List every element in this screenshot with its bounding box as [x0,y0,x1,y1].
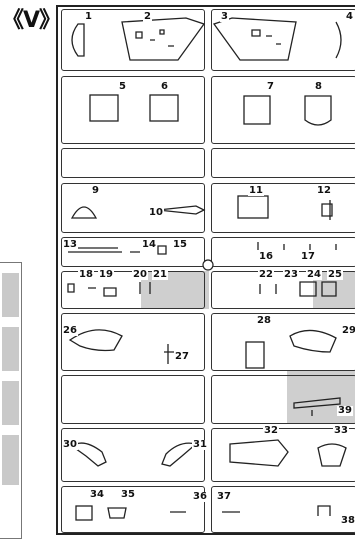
part-cell [61,9,205,71]
part-number-label: 22 [258,269,274,280]
part-number-label: 29 [341,325,355,336]
part-number-label: 21 [152,269,168,280]
part-number-label: 30 [62,439,78,450]
strip-cell [2,273,19,317]
part-number-label: 2 [143,11,152,22]
part-number-label: 1 [84,11,93,22]
part-cell [61,313,205,371]
part-number-label: 10 [148,207,164,218]
part-number-label: 27 [174,351,190,362]
part-number-label: 18 [78,269,94,280]
part-cell [211,76,355,144]
part-number-label: 31 [192,439,208,450]
part-cell [61,148,205,178]
part-number-label: 14 [141,239,157,250]
part-cell [211,313,355,371]
part-cell [211,9,355,71]
part-number-label: 28 [256,315,272,326]
part-number-label: 16 [258,251,274,262]
strip-cell [2,327,19,371]
part-number-label: 32 [263,425,279,436]
part-number-label: 9 [91,185,100,196]
part-cell [61,375,205,424]
part-number-label: 5 [118,81,127,92]
part-number-label: 11 [248,185,264,196]
part-number-label: 6 [160,81,169,92]
part-number-label: 36 [192,491,208,502]
part-number-label: 13 [62,239,78,250]
part-cell [211,428,355,482]
part-cell [211,237,355,267]
part-number-label: 23 [283,269,299,280]
strip-cell [2,435,19,485]
part-cell [211,375,355,424]
part-number-label: 24 [306,269,322,280]
part-number-label: 39 [337,405,353,416]
part-number-label: 20 [132,269,148,280]
part-number-label: 38 [340,515,355,526]
part-cell [211,148,355,178]
part-number-label: 8 [314,81,323,92]
part-number-label: 34 [89,489,105,500]
part-number-label: 3 [220,11,229,22]
part-number-label: 33 [333,425,349,436]
part-number-label: 4 [345,11,354,22]
part-cell [211,486,355,533]
part-number-label: 19 [98,269,114,280]
part-cell [61,428,205,482]
part-number-label: 26 [62,325,78,336]
part-number-label: 17 [300,251,316,262]
part-number-label: 25 [327,269,343,280]
part-number-label: 7 [266,81,275,92]
strip-cell [2,381,19,425]
part-number-label: 15 [172,239,188,250]
part-number-label: 35 [120,489,136,500]
part-cell [211,183,355,233]
part-number-label: 12 [316,185,332,196]
sheet-title: 《V》 [2,8,61,33]
part-cell [61,76,205,144]
part-cell [61,183,205,233]
adjacent-sheet-strip [0,262,22,539]
part-number-label: 37 [216,491,232,502]
